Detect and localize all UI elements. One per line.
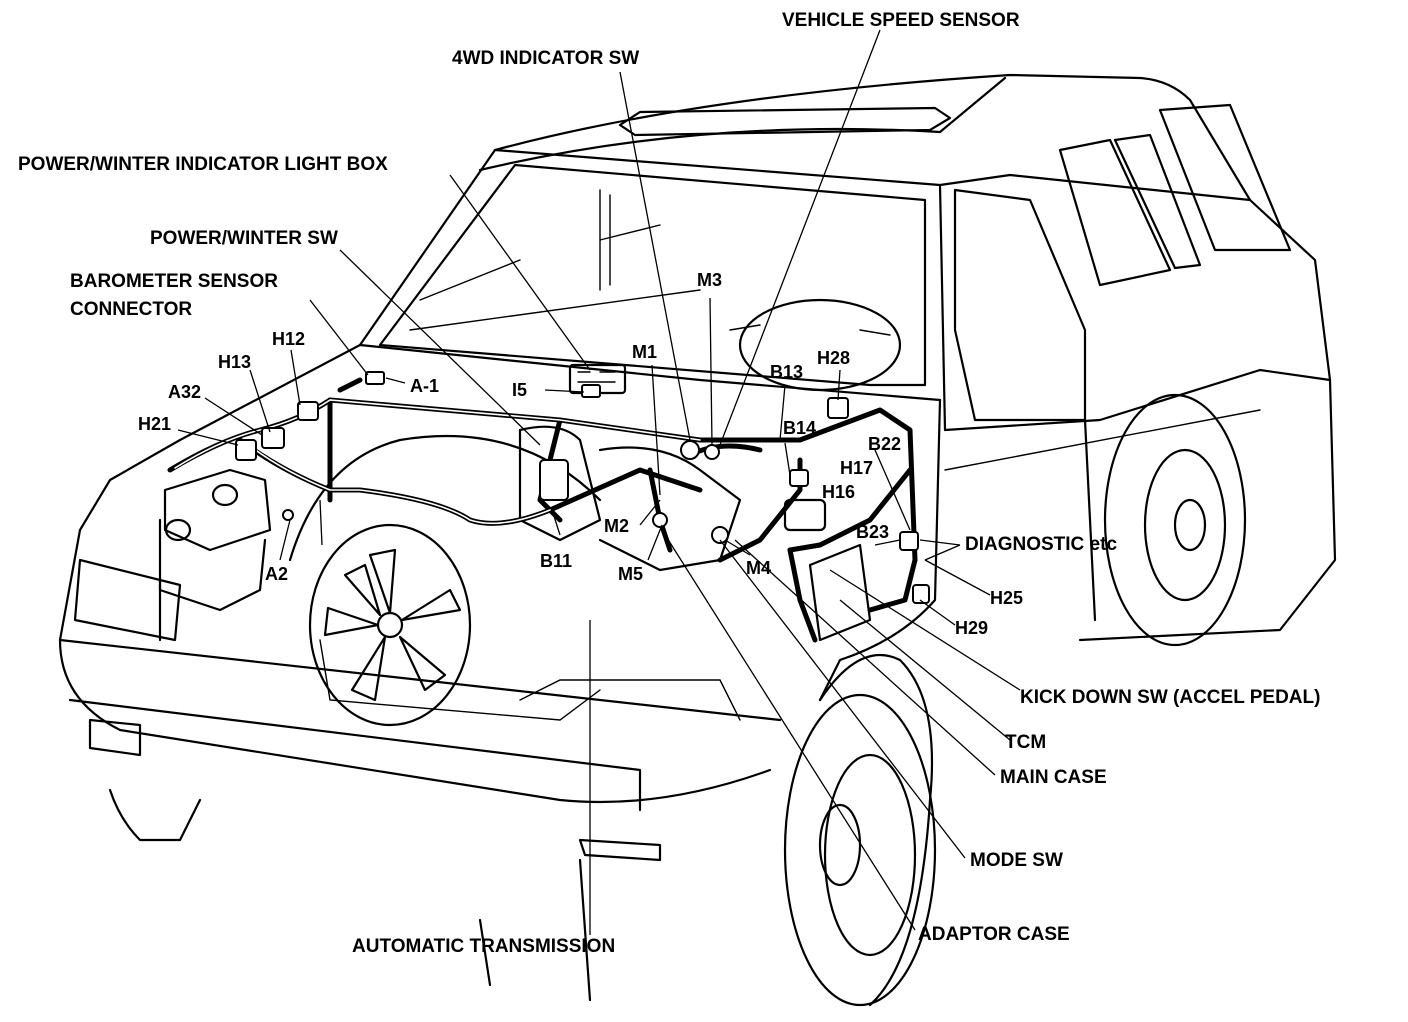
connector-m1: [680, 440, 700, 460]
label-power-winter-light-box: POWER/WINTER INDICATOR LIGHT BOX: [18, 154, 388, 175]
label-barometer-sensor: BAROMETER SENSOR: [70, 271, 278, 292]
vehicle-outline: [58, 73, 1337, 1007]
connector-h29: [912, 584, 930, 604]
label-4wd-indicator-sw: 4WD INDICATOR SW: [452, 48, 639, 69]
label-b13: B13: [770, 362, 803, 382]
connector-h12: [297, 401, 319, 421]
label-i5: I5: [512, 380, 527, 400]
label-m3: M3: [697, 270, 722, 290]
label-main-case: MAIN CASE: [1000, 767, 1107, 788]
connector-b11: [539, 459, 569, 501]
label-kick-down-sw: KICK DOWN SW (ACCEL PEDAL): [1020, 687, 1320, 708]
label-h28: H28: [817, 348, 850, 368]
connector-h21: [235, 439, 257, 461]
connectors: [235, 371, 930, 604]
label-h13: H13: [218, 352, 251, 372]
label-barometer-connector: CONNECTOR: [70, 299, 192, 320]
label-b14: B14: [783, 418, 816, 438]
connector-b23: [899, 531, 919, 551]
label-h25: H25: [990, 588, 1023, 608]
connector-b14: [789, 469, 809, 487]
radiator-fan: [308, 523, 472, 727]
label-m4: M4: [746, 558, 771, 578]
label-h16: H16: [822, 482, 855, 502]
label-power-winter-sw: POWER/WINTER SW: [150, 228, 338, 249]
connector-m4: [711, 526, 729, 544]
leader-lines: [177, 29, 1021, 935]
label-h12: H12: [272, 329, 305, 349]
label-tcm: TCM: [1005, 732, 1046, 753]
label-vehicle-speed-sensor: VEHICLE SPEED SENSOR: [782, 10, 1020, 31]
label-b22: B22: [868, 434, 901, 454]
label-h17: H17: [840, 458, 873, 478]
label-m5: M5: [618, 564, 643, 584]
connector-m2: [652, 512, 668, 528]
label-b11: B11: [540, 551, 572, 571]
connector-m3: [704, 444, 720, 460]
connector-a1: [365, 371, 385, 385]
label-m2: M2: [604, 516, 629, 536]
label-a32: A32: [168, 382, 201, 402]
label-adaptor-case: ADAPTOR CASE: [918, 924, 1070, 945]
label-a1: A-1: [410, 376, 439, 396]
label-h21: H21: [138, 414, 171, 434]
connector-h28: [827, 397, 849, 419]
label-h29: H29: [955, 618, 988, 638]
label-b23: B23: [856, 522, 889, 542]
connector-a2: [282, 509, 294, 521]
label-mode-sw: MODE SW: [970, 850, 1063, 871]
connector-i5: [581, 384, 601, 398]
label-a2: A2: [265, 564, 288, 584]
label-automatic-transmission: AUTOMATIC TRANSMISSION: [352, 936, 615, 957]
label-m1: M1: [632, 342, 657, 362]
label-diagnostic: DIAGNOSTIC etc: [965, 534, 1117, 555]
connector-h13: [261, 427, 285, 449]
callout-labels: VEHICLE SPEED SENSOR 4WD INDICATOR SW PO…: [18, 10, 1320, 957]
